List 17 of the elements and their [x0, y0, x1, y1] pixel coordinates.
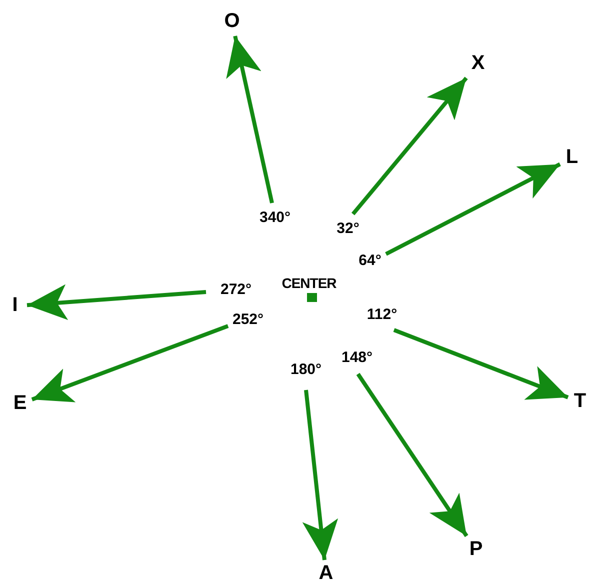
direction-letter: I	[5, 294, 25, 318]
arrow	[351, 76, 468, 216]
arrow	[356, 372, 468, 538]
direction-letter: A	[316, 562, 336, 586]
arrow	[385, 162, 561, 256]
direction-letter: O	[222, 10, 242, 34]
direction-letter: L	[562, 146, 582, 170]
arrow	[31, 324, 229, 402]
arrow	[226, 36, 274, 204]
arrow	[302, 390, 338, 560]
direction-letter: P	[466, 538, 486, 562]
arrow	[393, 328, 569, 400]
direction-letter: T	[570, 390, 589, 414]
direction-letter: E	[10, 392, 30, 416]
arrow	[26, 284, 206, 320]
direction-letter: X	[468, 52, 488, 76]
center-label: CENTER	[282, 275, 336, 291]
